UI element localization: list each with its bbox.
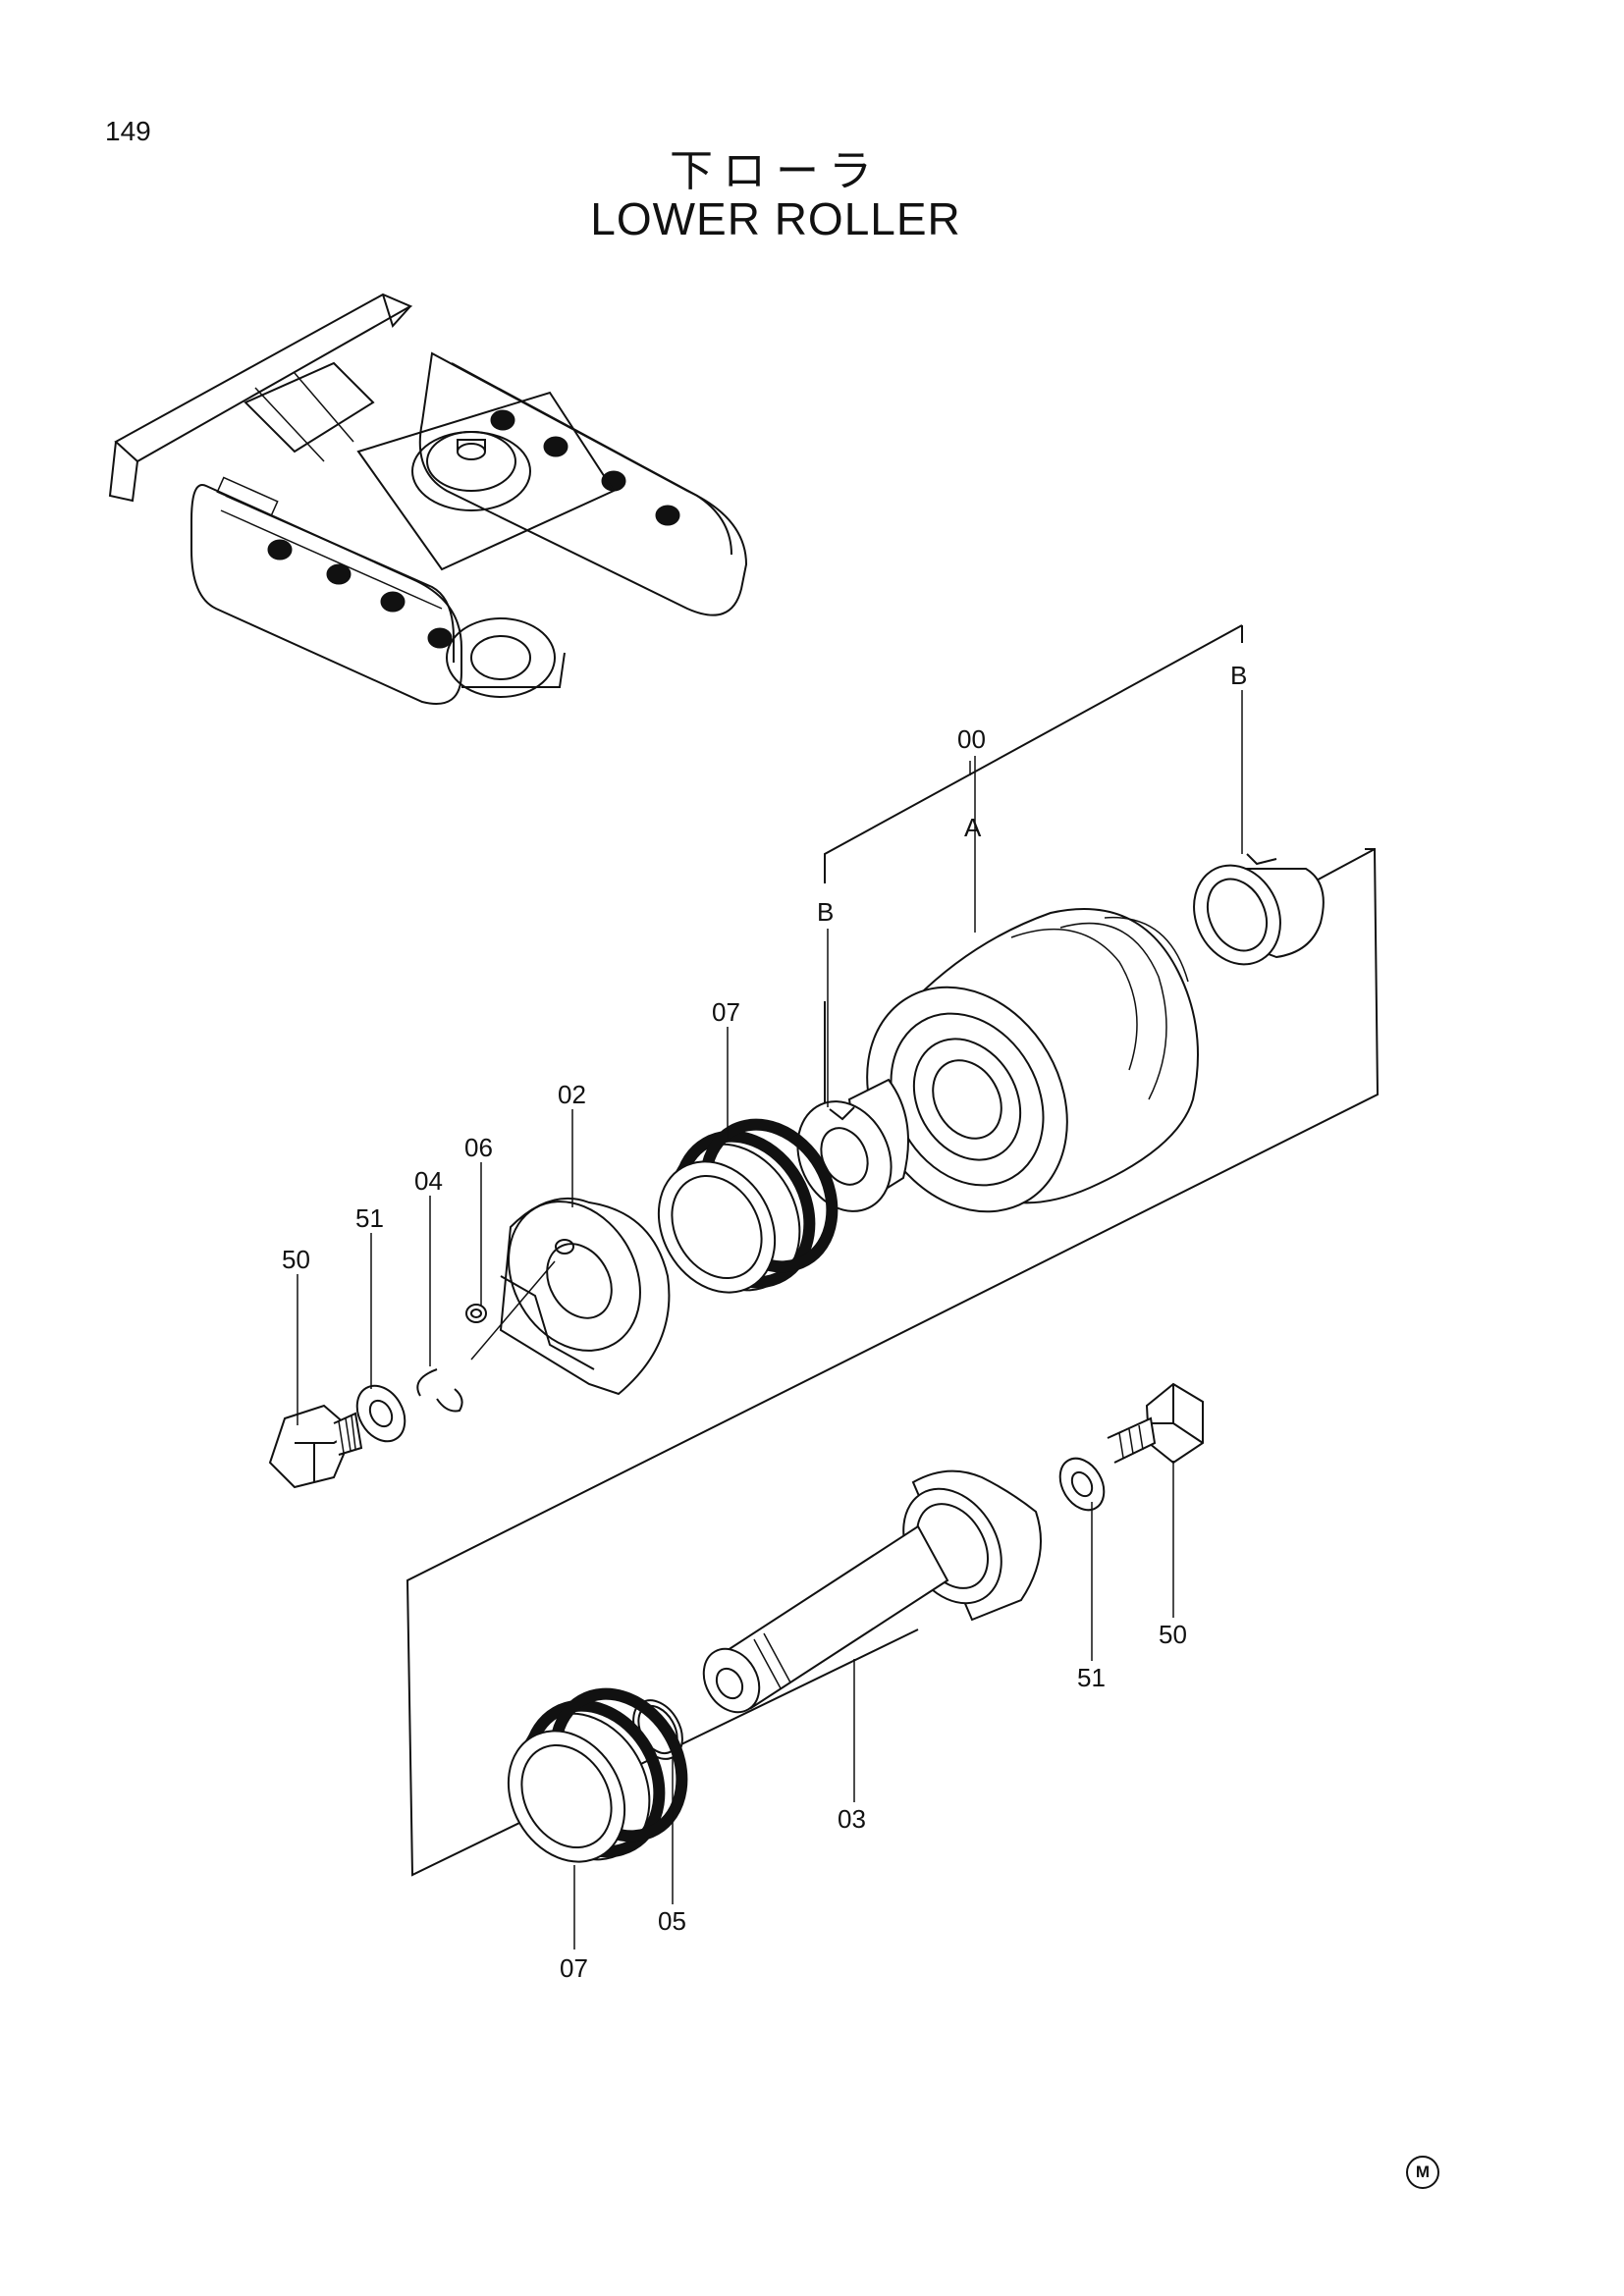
floating-seal-top <box>657 1118 839 1294</box>
bushing-left <box>796 1078 909 1212</box>
page-title-english: LOWER ROLLER <box>590 193 961 244</box>
part-labels: B 00 A B 07 02 06 04 51 50 50 51 03 05 0… <box>282 661 1247 1983</box>
label-b-right: B <box>1230 661 1247 690</box>
label-06: 06 <box>464 1133 493 1162</box>
shaft <box>702 1469 1042 1714</box>
label-00: 00 <box>957 724 986 754</box>
bolt-left <box>268 1404 363 1489</box>
plug <box>465 1304 487 1323</box>
label-51-right: 51 <box>1077 1663 1106 1692</box>
label-b-left: B <box>817 897 834 927</box>
roller-body <box>866 908 1199 1213</box>
washer-left <box>355 1384 406 1443</box>
label-07-bottom: 07 <box>560 1953 588 1983</box>
label-02: 02 <box>558 1080 586 1109</box>
label-50-right: 50 <box>1159 1620 1187 1649</box>
page-number: 149 <box>105 116 151 146</box>
label-05: 05 <box>658 1906 686 1936</box>
assembly-bracket <box>406 624 1380 1877</box>
page-title-japanese: 下ローラ <box>670 146 882 196</box>
collar <box>470 1197 671 1396</box>
leader-lines <box>297 690 1243 1949</box>
bushing-right <box>1193 853 1325 966</box>
snap-ring <box>416 1368 463 1413</box>
label-07-top: 07 <box>712 997 740 1027</box>
m-mark-symbol: M <box>1406 2156 1439 2189</box>
bolt-right <box>1107 1382 1204 1465</box>
label-a: A <box>964 813 982 842</box>
label-04: 04 <box>414 1166 443 1196</box>
label-51-left: 51 <box>355 1203 384 1233</box>
excavator-undercarriage-illustration <box>108 293 748 705</box>
label-03: 03 <box>838 1804 866 1834</box>
label-50-left: 50 <box>282 1245 310 1274</box>
washer-right <box>1058 1457 1106 1512</box>
floating-seal-bottom <box>507 1687 688 1863</box>
